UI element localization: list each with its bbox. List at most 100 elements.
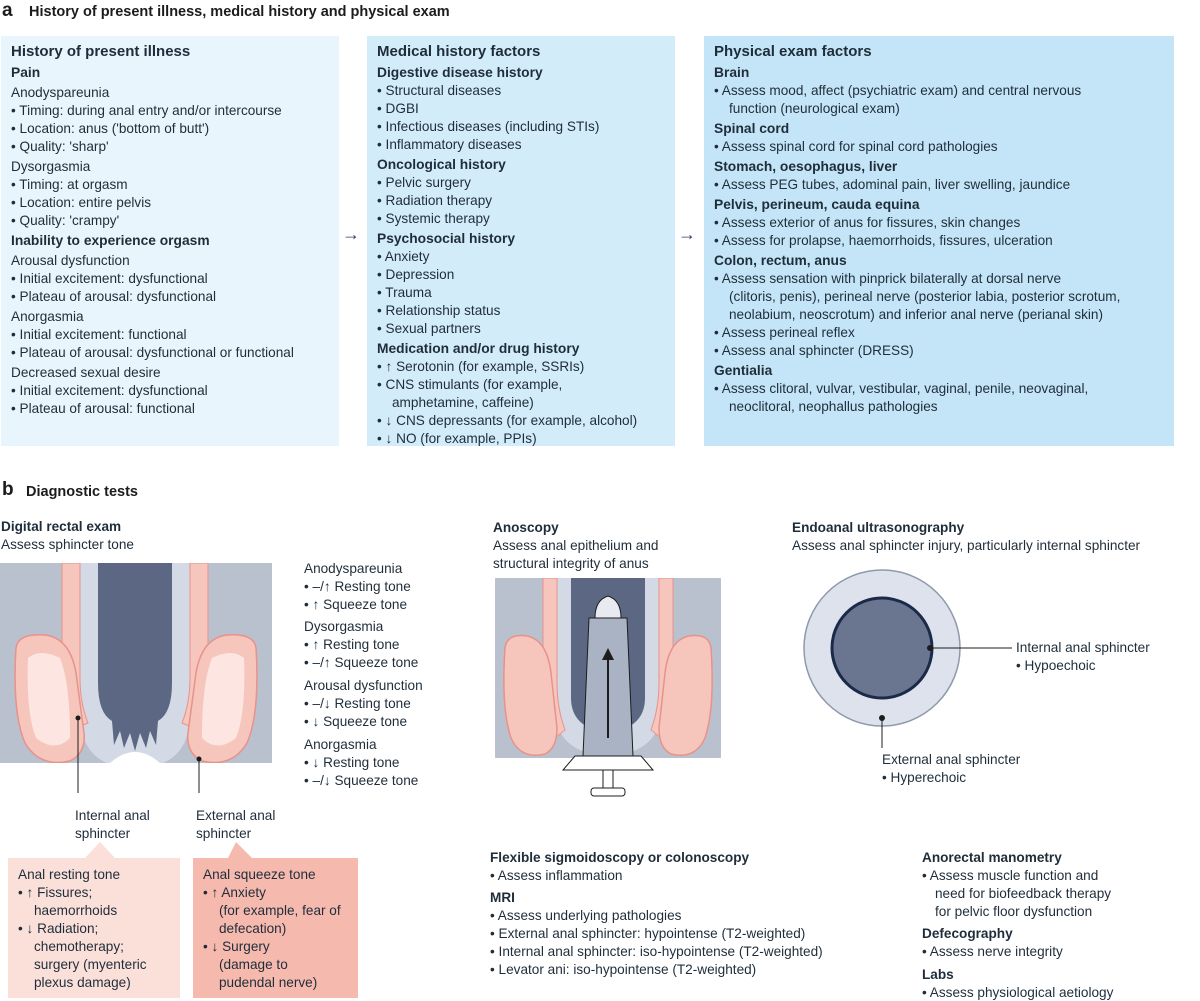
resting-line: ↑ Fissures; [18,884,170,902]
list-item: DGBI [377,100,665,118]
list-item: Relationship status [377,302,665,320]
external-sphincter-left-inner [27,653,70,746]
squeeze-line: ↓ Surgery [203,938,348,956]
squeeze-tone-callout: Anal squeeze tone ↑ Anxiety (for example… [193,858,358,998]
external-sphincter-note: Hyperechoic [882,769,967,787]
squeeze-line: defecation) [219,921,287,936]
internal-anal-sphincter-label-2: sphincter [75,826,131,841]
list-item: Initial excitement: functional [11,326,329,344]
external-anal-sphincter-label: External anal [196,808,276,823]
leader-dot [927,645,933,651]
skin-surface [0,752,272,793]
brain-heading: Brain [714,65,750,80]
pain-heading: Pain [11,65,41,80]
list-item: Assess PEG tubes, adominal pain, liver s… [714,176,1164,194]
list-item: ↑ Serotonin (for example, SSRIs) [377,358,665,376]
list-item: CNS stimulants (for example, [377,376,665,394]
list-item: Assess mood, affect (psychiatric exam) a… [714,82,1164,100]
anoscope-handle-base [590,787,626,797]
endoanal-ultrasound-illustration [803,569,1012,748]
list-item: Location: anus ('bottom of butt') [11,120,329,138]
pelvis-heading: Pelvis, perineum, cauda equina [714,197,920,212]
tone-item: ↑ Squeeze tone [304,596,407,614]
psychosocial-heading: Psychosocial history [377,231,516,246]
manometry-title: Anorectal manometry [922,850,1062,865]
history-of-present-illness-box: History of present illness Pain Anodyspa… [1,36,339,446]
anoscope-handle-stem [602,769,614,789]
endoanal-title: Endoanal ultrasonography [792,520,965,535]
mri-item: External anal sphincter: hypointense (T2… [490,925,806,943]
list-item: Quality: 'sharp' [11,138,329,156]
orgasm-heading: Inability to experience orgasm [11,233,210,248]
tone-item: –/↑ Squeeze tone [304,654,419,672]
mri-item: Internal anal sphincter: iso-hypointense… [490,943,823,961]
defecography-title: Defecography [922,926,1013,941]
rectal-lumen [98,563,172,751]
list-item-continuation: function (neurological exam) [729,101,900,116]
squeeze-line: (for example, fear of [219,903,341,918]
arousal-dysfunction-label: Arousal dysfunction [11,253,130,268]
list-item: Trauma [377,284,665,302]
external-sphincter-right [658,634,713,756]
list-item-continuation: neoclitoral, neophallus pathologies [729,399,938,414]
manometry-line: for pelvic floor dysfunction [935,904,1093,919]
stomach-heading: Stomach, oesophagus, liver [714,159,898,174]
list-item-continuation: neolabium, neoscrotum) and inferior anal… [729,307,1104,322]
leader-dot [75,715,81,721]
tone-arousal-dysfunction: Arousal dysfunction [304,678,423,693]
list-item: Assess sensation with pinprick bilateral… [714,270,1164,288]
list-item: Assess for prolapse, haemorrhoids, fissu… [714,232,1164,250]
list-item: Radiation therapy [377,192,665,210]
anoscopy-line-1: Assess anal epithelium and [493,538,659,553]
panel-a-title: History of present illness, medical hist… [29,4,450,20]
list-item: Anxiety [377,248,665,266]
list-item: Systemic therapy [377,210,665,228]
list-item: Plateau of arousal: dysfunctional or fun… [11,344,329,362]
anodyspareunia-label: Anodyspareunia [11,85,110,100]
insertion-arrow-head [602,648,614,660]
list-item: ↓ NO (for example, PPIs) [377,430,665,448]
mri-item: Assess underlying pathologies [490,907,682,925]
list-item: Quality: 'crampy' [11,212,329,230]
squeeze-tone-title: Anal squeeze tone [203,867,316,882]
list-item: Plateau of arousal: dysfunctional [11,288,329,306]
list-item: Initial excitement: dysfunctional [11,270,329,288]
internal-sphincter-ring [830,596,934,700]
labs-title: Labs [922,967,954,982]
manometry-line: need for biofeedback therapy [935,886,1112,901]
squeeze-line: ↑ Anxiety [203,884,348,902]
genitalia-heading: Gentialia [714,363,773,378]
medical-box-title: Medical history factors [377,43,541,60]
list-item: Sexual partners [377,320,665,338]
history-box-title: History of present illness [11,43,191,60]
tone-dysorgasmia: Dysorgasmia [304,619,384,634]
arrow-right-icon: → [678,224,696,244]
tone-item: –/↑ Resting tone [304,578,411,596]
callout-shapes [85,842,252,858]
manometry-line: Assess muscle function and [922,867,1099,885]
list-item: Timing: during anal entry and/or interco… [11,102,329,120]
list-item: Assess exterior of anus for fissures, sk… [714,214,1164,232]
leader-dot [196,756,202,762]
list-item: Plateau of arousal: functional [11,400,329,418]
digital-rectal-exam-illustration [0,563,272,793]
resting-line: ↓ Radiation; [18,920,170,938]
list-item-continuation: amphetamine, caffeine) [392,395,534,410]
anoscopy-line-2: structural integrity of anus [493,556,649,571]
external-sphincter-left [503,634,558,756]
arrow-right-icon: → [342,224,360,244]
mri-title: MRI [490,890,515,905]
resting-callout-pointer [85,842,115,858]
sigmoidoscopy-title: Flexible sigmoidoscopy or colonoscopy [490,850,750,865]
external-sphincter-label: External anal sphincter [882,752,1021,767]
list-item: Location: entire pelvis [11,194,329,212]
spinal-cord-heading: Spinal cord [714,121,790,136]
tone-item: ↑ Resting tone [304,636,400,654]
anoscope-tip [594,595,622,619]
anorgasmia-label: Anorgasmia [11,309,84,324]
dre-subtitle: Assess sphincter tone [1,537,134,552]
internal-anal-sphincter-label: Internal anal [75,808,150,823]
list-item: Pelvic surgery [377,174,665,192]
squeeze-callout-pointer [228,842,252,858]
anoscopy-illustration [495,578,721,804]
